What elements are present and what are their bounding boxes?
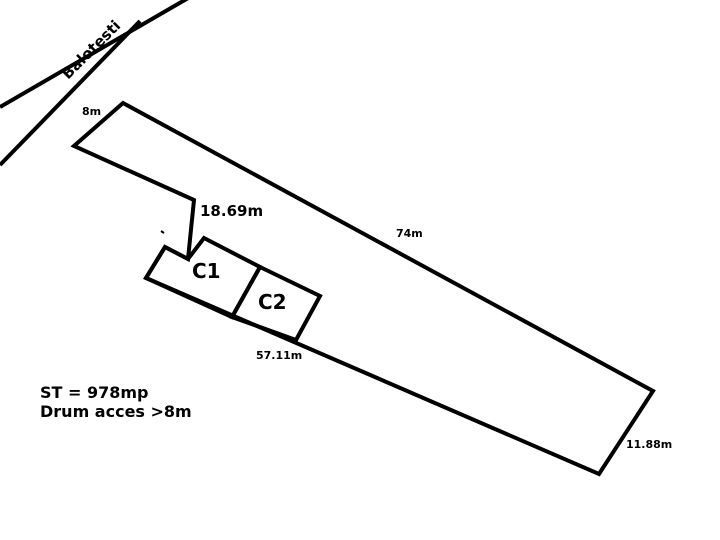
dim-long-side: 74m [396, 227, 423, 240]
dim-notch: 18.69m [200, 202, 263, 220]
building-c1-label: C1 [192, 259, 221, 283]
building-c2-label: C2 [258, 290, 287, 314]
street-edge-upper [0, 0, 189, 109]
dim-front: 8m [82, 105, 101, 118]
street: Balotesti [0, 0, 189, 167]
dim-back: 11.88m [626, 438, 672, 451]
note-area: ST = 978mp [40, 383, 149, 402]
street-edge-lower [0, 19, 142, 167]
note-access: Drum acces >8m [40, 402, 192, 421]
boundary-tick [160, 230, 165, 234]
dim-lower-side: 57.11m [256, 349, 302, 362]
building-c2 [229, 264, 323, 343]
